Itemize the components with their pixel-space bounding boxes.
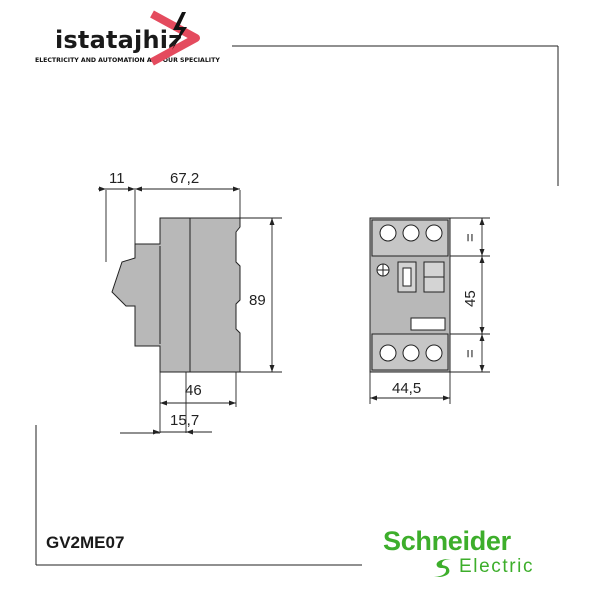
dim-front-width: 44,5 — [392, 380, 421, 397]
front-dimensions — [369, 217, 490, 404]
play-lightning-icon — [150, 10, 200, 66]
dim-top-small: 11 — [109, 170, 125, 187]
schneider-wordmark: Schneider — [383, 526, 511, 556]
side-view — [111, 217, 241, 373]
side-arrows — [99, 186, 275, 435]
dim-bottom-width: 46 — [185, 382, 202, 399]
electric-wordmark: Electric — [459, 556, 535, 577]
page-frame — [35, 45, 559, 566]
front-view — [369, 217, 451, 373]
dim-front-eq-bottom: = — [462, 349, 479, 358]
schneider-logo-icon — [432, 559, 453, 577]
brand-tagline: ELECTRICITY AND AUTOMATION ARE OUR SPECI… — [35, 57, 220, 64]
dim-top-width: 67,2 — [170, 170, 199, 187]
dim-height: 89 — [249, 292, 266, 309]
model-number: GV2ME07 — [46, 533, 125, 552]
dim-front-eq-top: = — [462, 233, 479, 242]
dim-front-mid: 45 — [462, 290, 479, 307]
front-arrows — [370, 218, 485, 401]
dim-bottom-small: 15,7 — [170, 412, 199, 429]
brand-name: istatajhiz — [55, 26, 183, 54]
